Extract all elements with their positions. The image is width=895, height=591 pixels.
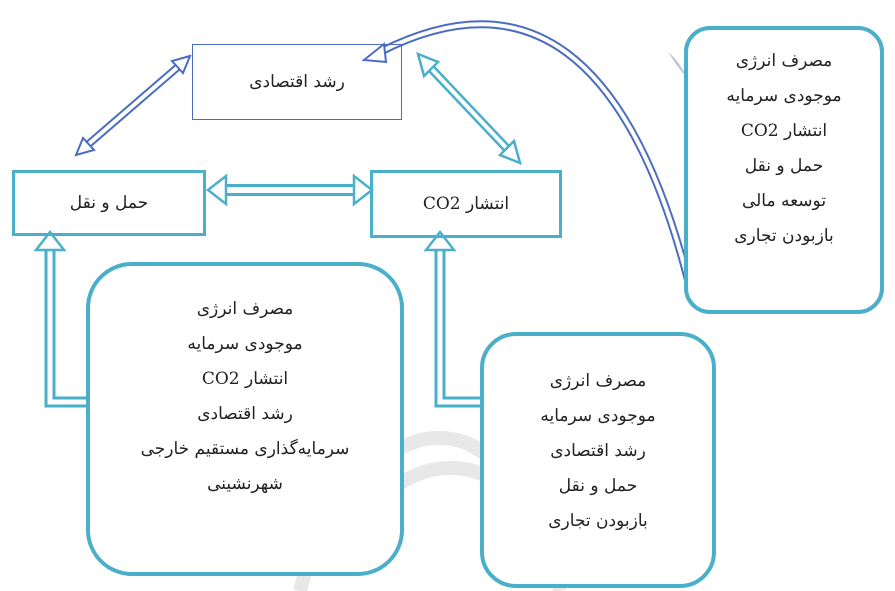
list-item: رشد اقتصادی — [197, 404, 293, 424]
arrow-list-to-growth — [361, 20, 692, 282]
arrow-growth-transport — [74, 54, 192, 157]
arrow-growth-co2 — [416, 51, 522, 166]
list-item: توسعه مالی — [741, 191, 827, 211]
list-item: حمل و نقل — [744, 156, 824, 176]
node-economic-growth: رشد اقتصادی — [192, 44, 402, 120]
list-item: مصرف انرژی — [549, 371, 647, 391]
list-item: بازبودن تجاری — [548, 511, 648, 531]
list-item: موجودی سرمایه — [540, 406, 656, 426]
list-item: حمل و نقل — [558, 476, 638, 496]
node-transport: حمل و نقل — [12, 170, 206, 236]
top-right-variable-list: مصرف انرژی موجودی سرمایه انتشار CO2 حمل … — [684, 26, 884, 314]
arrow-list-to-transport — [33, 229, 96, 408]
list-item: انتشار CO2 — [201, 369, 289, 389]
list-item: موجودی سرمایه — [726, 86, 842, 106]
list-item: رشد اقتصادی — [550, 441, 646, 461]
bottom-right-variable-list: مصرف انرژی موجودی سرمایه رشد اقتصادی حمل… — [480, 332, 716, 588]
list-item: بازبودن تجاری — [734, 226, 834, 246]
arrow-transport-co2 — [205, 173, 375, 207]
arrow-list-to-co2 — [423, 229, 488, 408]
list-item: انتشار CO2 — [740, 121, 828, 141]
list-item: شهرنشینی — [207, 474, 283, 494]
list-item: موجودی سرمایه — [187, 334, 303, 354]
list-item: سرمایه‌گذاری مستقیم خارجی — [140, 439, 350, 459]
node-co2: انتشار CO2 — [370, 170, 562, 238]
list-item: مصرف انرژی — [196, 299, 294, 319]
bottom-left-variable-list: مصرف انرژی موجودی سرمایه انتشار CO2 رشد … — [86, 262, 404, 576]
node-economic-growth-label: رشد اقتصادی — [249, 72, 345, 92]
list-item: مصرف انرژی — [735, 51, 833, 71]
node-transport-label: حمل و نقل — [69, 193, 149, 213]
node-co2-label: انتشار CO2 — [422, 194, 510, 214]
